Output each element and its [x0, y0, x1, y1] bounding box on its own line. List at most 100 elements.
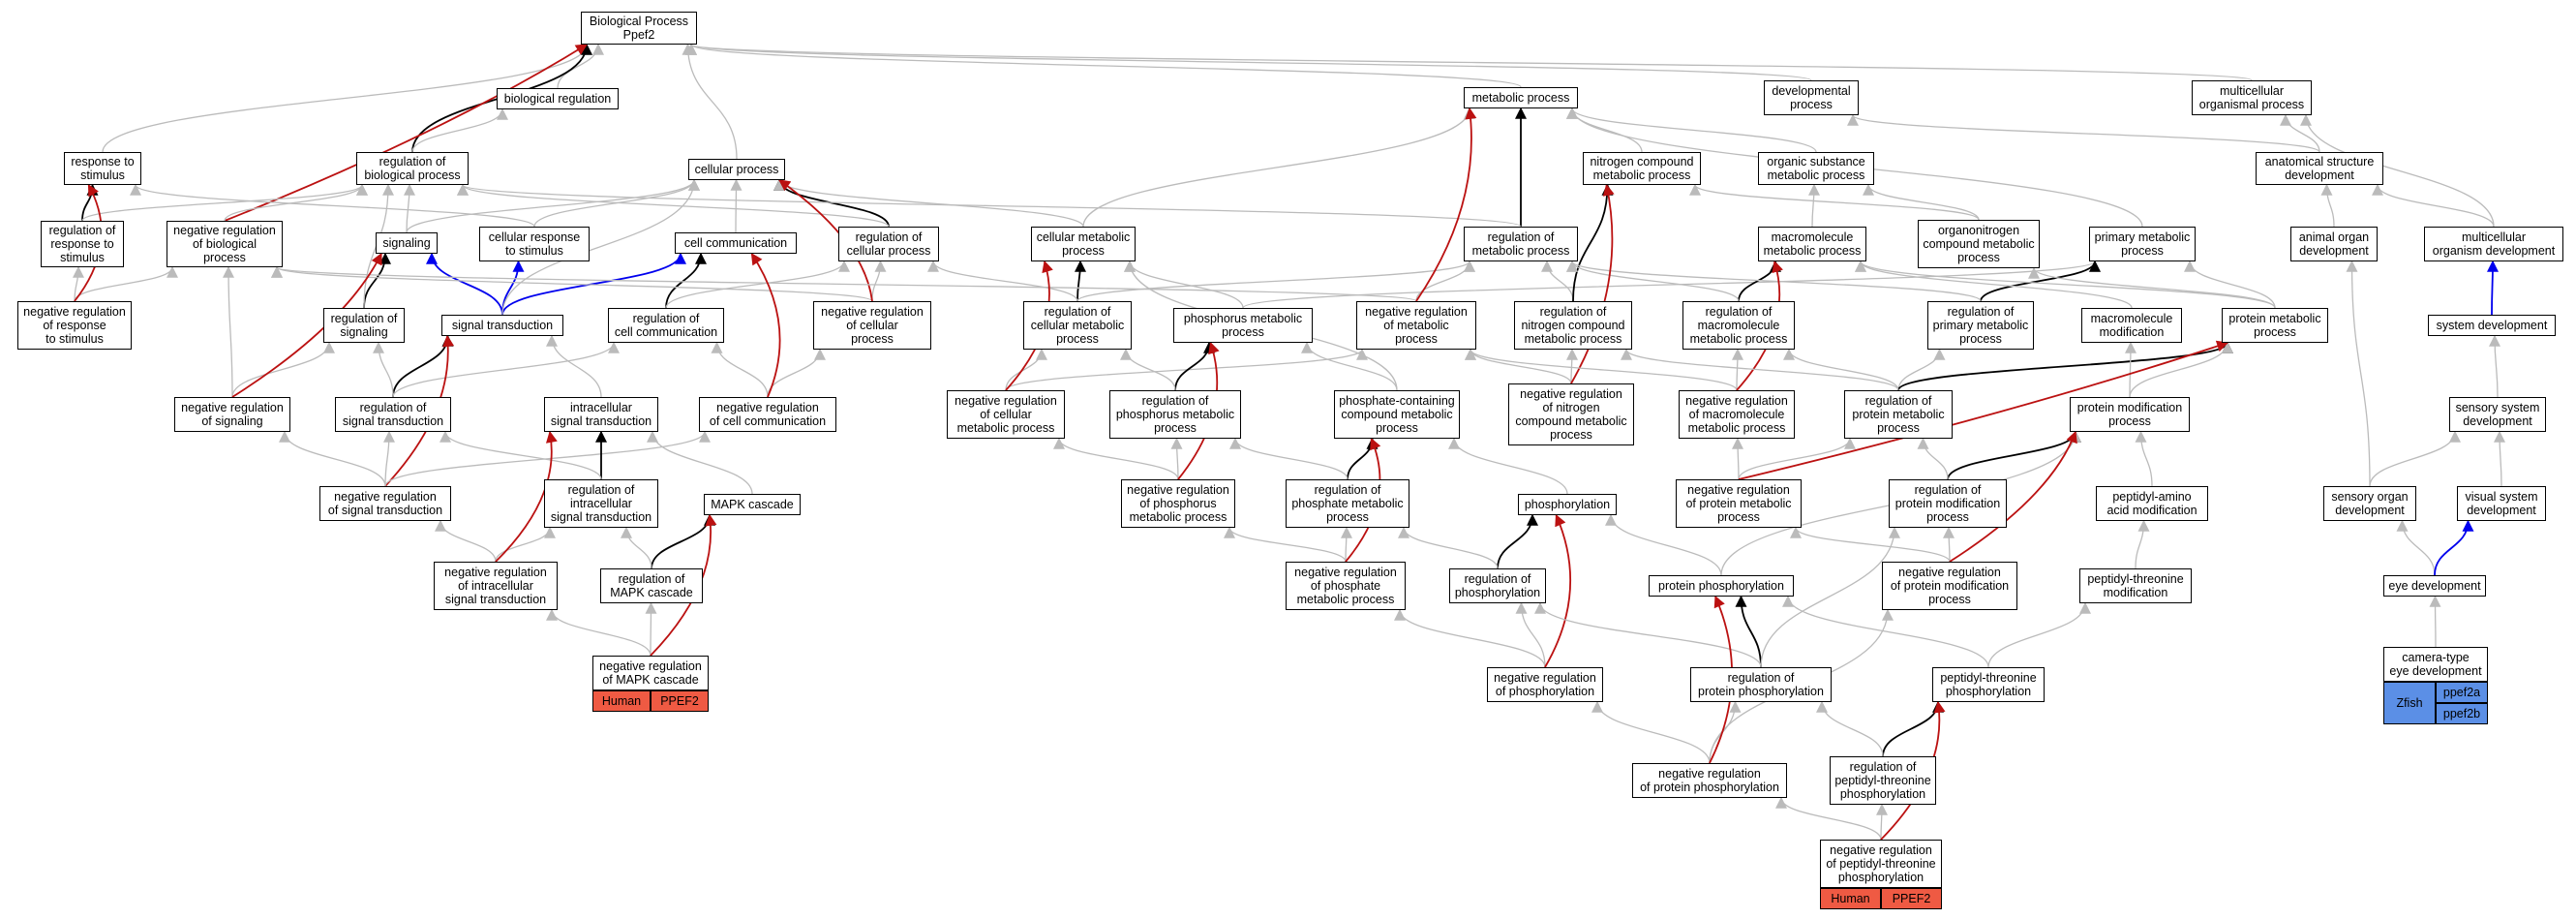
node-cellular-response-to-stimulus[interactable]: cellular response to stimulus — [479, 227, 590, 261]
is-a-edge — [1170, 437, 1183, 480]
node-negative-regulation-of-response-to-stimulus[interactable]: negative regulation of response to stimu… — [17, 301, 132, 350]
node-negative-regulation-of-protein-metabolic-process[interactable]: negative regulation of protein metabolic… — [1676, 479, 1802, 528]
node-negative-regulation-of-biological-process[interactable]: negative regulation of biological proces… — [167, 221, 283, 267]
node-anatomical-structure-development[interactable]: anatomical structure development — [2256, 152, 2383, 185]
node-regulation-of-phosphorus-metabolic-process[interactable]: regulation of phosphorus metabolic proce… — [1109, 390, 1241, 439]
node-protein-modification-process[interactable]: protein modification process — [2070, 397, 2190, 432]
node-negative-regulation-of-metabolic-process[interactable]: negative regulation of metabolic process — [1356, 301, 1476, 350]
node-nitrogen-compound-metabolic-process[interactable]: nitrogen compound metabolic process — [1583, 152, 1701, 185]
is-a-edge — [411, 107, 508, 153]
node-peptidyl-threonine-modification[interactable]: peptidyl-threonine modification — [2079, 568, 2192, 603]
node-primary-metabolic-process[interactable]: primary metabolic process — [2089, 227, 2196, 261]
node-sensory-system-development[interactable]: sensory system development — [2449, 397, 2546, 432]
node-regulation-of-signaling[interactable]: regulation of signaling — [323, 308, 405, 343]
node-visual-system-development[interactable]: visual system development — [2457, 486, 2546, 521]
node-regulation-of-intracellular-signal-transduction[interactable]: regulation of intracellular signal trans… — [544, 479, 658, 528]
is-a-edge — [533, 178, 700, 228]
node-regulation-of-cellular-metabolic-process[interactable]: regulation of cellular metabolic process — [1023, 301, 1132, 350]
node-metabolic-process[interactable]: metabolic process — [1464, 87, 1578, 108]
node-negative-regulation-of-phosphate-metabolic-process[interactable]: negative regulation of phosphate metabol… — [1286, 562, 1406, 610]
is-a-edge — [1398, 526, 1499, 569]
node-regulation-of-signal-transduction[interactable]: regulation of signal transduction — [335, 397, 451, 432]
node-cell-communication[interactable]: cell communication — [675, 232, 797, 254]
is-a-edge — [1732, 437, 1744, 480]
is-a-edge — [2489, 334, 2501, 398]
node-protein-phosphorylation[interactable]: protein phosphorylation — [1649, 575, 1794, 597]
node-multicellular-organismal-process[interactable]: multicellular organismal process — [2192, 80, 2312, 115]
node-regulation-of-phosphorylation[interactable]: regulation of phosphorylation — [1449, 568, 1546, 603]
node-regulation-of-response-to-stimulus[interactable]: regulation of response to stimulus — [41, 221, 124, 267]
is-a-edge — [279, 430, 386, 487]
node-signaling[interactable]: signaling — [376, 232, 438, 254]
node-regulation-of-protein-modification-process[interactable]: regulation of protein modification proce… — [1889, 479, 2007, 528]
node-multicellular-organism-development[interactable]: multicellular organism development — [2424, 227, 2563, 261]
node-peptidyl-threonine-phosphorylation[interactable]: peptidyl-threonine phosphorylation — [1932, 667, 2045, 702]
regulates-edge — [495, 430, 558, 563]
node-negative-regulation-of-phosphorus-metabolic-process[interactable]: negative regulation of phosphorus metabo… — [1121, 479, 1235, 528]
node-animal-organ-development[interactable]: animal organ development — [2290, 227, 2378, 261]
node-negative-regulation-of-mapk-cascade[interactable]: negative regulation of MAPK cascade — [592, 656, 709, 690]
node-negative-regulation-of-intracellular-signal-transduction[interactable]: negative regulation of intracellular sig… — [434, 562, 558, 610]
node-negative-regulation-of-phosphorylation[interactable]: negative regulation of phosphorylation — [1487, 667, 1603, 702]
node-eye-development[interactable]: eye development — [2383, 575, 2486, 597]
is-a-edge — [1875, 803, 1888, 841]
node-mapk-cascade[interactable]: MAPK cascade — [704, 494, 801, 515]
node-organic-substance-metabolic-process[interactable]: organic substance metabolic process — [1758, 152, 1874, 185]
node-regulation-of-cell-communication[interactable]: regulation of cell communication — [608, 308, 724, 343]
node-negative-regulation-of-protein-phosphorylation[interactable]: negative regulation of protein phosphory… — [1632, 763, 1787, 798]
node-peptidyl-amino-acid-modification[interactable]: peptidyl-amino acid modification — [2096, 486, 2208, 521]
node-negative-regulation-of-cellular-process[interactable]: negative regulation of cellular process — [813, 301, 931, 350]
node-regulation-of-macromolecule-metabolic-process[interactable]: regulation of macromolecule metabolic pr… — [1682, 301, 1795, 350]
node-regulation-of-peptidyl-threonine-phosphorylation[interactable]: regulation of peptidyl-threonine phospho… — [1830, 756, 1936, 805]
node-developmental-process[interactable]: developmental process — [1764, 80, 1859, 115]
node-regulation-of-nitrogen-compound-metabolic-process[interactable]: regulation of nitrogen compound metaboli… — [1514, 301, 1632, 350]
is-a-edge — [1465, 348, 1738, 391]
is-a-edge — [1566, 107, 1643, 153]
node-regulation-of-protein-phosphorylation[interactable]: regulation of protein phosphorylation — [1690, 667, 1832, 702]
node-negative-regulation-of-signal-transduction[interactable]: negative regulation of signal transducti… — [319, 486, 451, 521]
node-biological-regulation[interactable]: biological regulation — [497, 88, 619, 109]
node-intracellular-signal-transduction[interactable]: intracellular signal transduction — [544, 397, 658, 432]
is-a-edge — [685, 43, 1812, 81]
part-of-edge — [665, 252, 707, 309]
node-regulation-of-protein-metabolic-process[interactable]: regulation of protein metabolic process — [1844, 390, 1953, 439]
node-negative-regulation-of-macromolecule-metabolic-process[interactable]: negative regulation of macromolecule met… — [1679, 390, 1795, 439]
node-regulation-of-cellular-process[interactable]: regulation of cellular process — [838, 227, 939, 261]
node-organonitrogen-compound-metabolic-process[interactable]: organonitrogen compound metabolic proces… — [1918, 220, 2040, 268]
node-negative-regulation-of-cell-communication[interactable]: negative regulation of cell communicatio… — [699, 397, 836, 432]
regulates-edge — [1949, 430, 2077, 563]
node-negative-regulation-of-peptidyl-threonine-phosphorylation[interactable]: negative regulation of peptidyl-threonin… — [1820, 840, 1942, 888]
node-system-development[interactable]: system development — [2428, 315, 2556, 336]
node-negative-regulation-of-nitrogen-compound-metabolic-process[interactable]: negative regulation of nitrogen compound… — [1508, 383, 1634, 445]
node-negative-regulation-of-cellular-metabolic-process[interactable]: negative regulation of cellular metaboli… — [947, 390, 1065, 439]
is-a-edge — [1863, 183, 1980, 221]
node-protein-metabolic-process[interactable]: protein metabolic process — [2222, 308, 2328, 343]
node-macromolecule-modification[interactable]: macromolecule modification — [2081, 308, 2182, 343]
node-regulation-of-primary-metabolic-process[interactable]: regulation of primary metabolic process — [1927, 301, 2034, 350]
node-biological-process[interactable]: Biological Process Ppef2 — [581, 12, 697, 45]
node-phosphorus-metabolic-process[interactable]: phosphorus metabolic process — [1173, 308, 1313, 343]
is-a-edge — [1534, 601, 1762, 668]
node-camera-type-eye-development[interactable]: camera-type eye development — [2383, 647, 2488, 682]
annotation-species-human: Human — [1820, 888, 1881, 909]
node-negative-regulation-of-signaling[interactable]: negative regulation of signaling — [174, 397, 290, 432]
node-cellular-process[interactable]: cellular process — [688, 159, 785, 180]
node-regulation-of-phosphate-metabolic-process[interactable]: regulation of phosphate metabolic proces… — [1286, 479, 1409, 528]
occurs-in-edge — [2486, 260, 2499, 316]
node-phosphorylation[interactable]: phosphorylation — [1518, 494, 1617, 515]
node-sensory-organ-development[interactable]: sensory organ development — [2323, 486, 2416, 521]
node-signal-transduction[interactable]: signal transduction — [441, 315, 563, 336]
node-macromolecule-metabolic-process[interactable]: macromolecule metabolic process — [1758, 227, 1866, 261]
node-regulation-of-biological-process[interactable]: regulation of biological process — [356, 152, 469, 185]
is-a-edge — [1605, 513, 1722, 576]
is-a-edge — [2372, 183, 2495, 228]
node-regulation-of-metabolic-process[interactable]: regulation of metabolic process — [1464, 227, 1578, 261]
node-regulation-of-mapk-cascade[interactable]: regulation of MAPK cascade — [600, 568, 703, 603]
node-negative-regulation-of-protein-modification-process[interactable]: negative regulation of protein modificat… — [1882, 562, 2017, 610]
node-cellular-metabolic-process[interactable]: cellular metabolic process — [1031, 227, 1136, 261]
node-phosphate-containing-compound-metabolic-process[interactable]: phosphate-containing compound metabolic … — [1334, 390, 1460, 439]
is-a-edge — [730, 178, 742, 233]
is-a-edge — [1340, 526, 1352, 563]
is-a-edge — [1229, 437, 1349, 480]
node-response-to-stimulus[interactable]: response to stimulus — [64, 152, 141, 185]
